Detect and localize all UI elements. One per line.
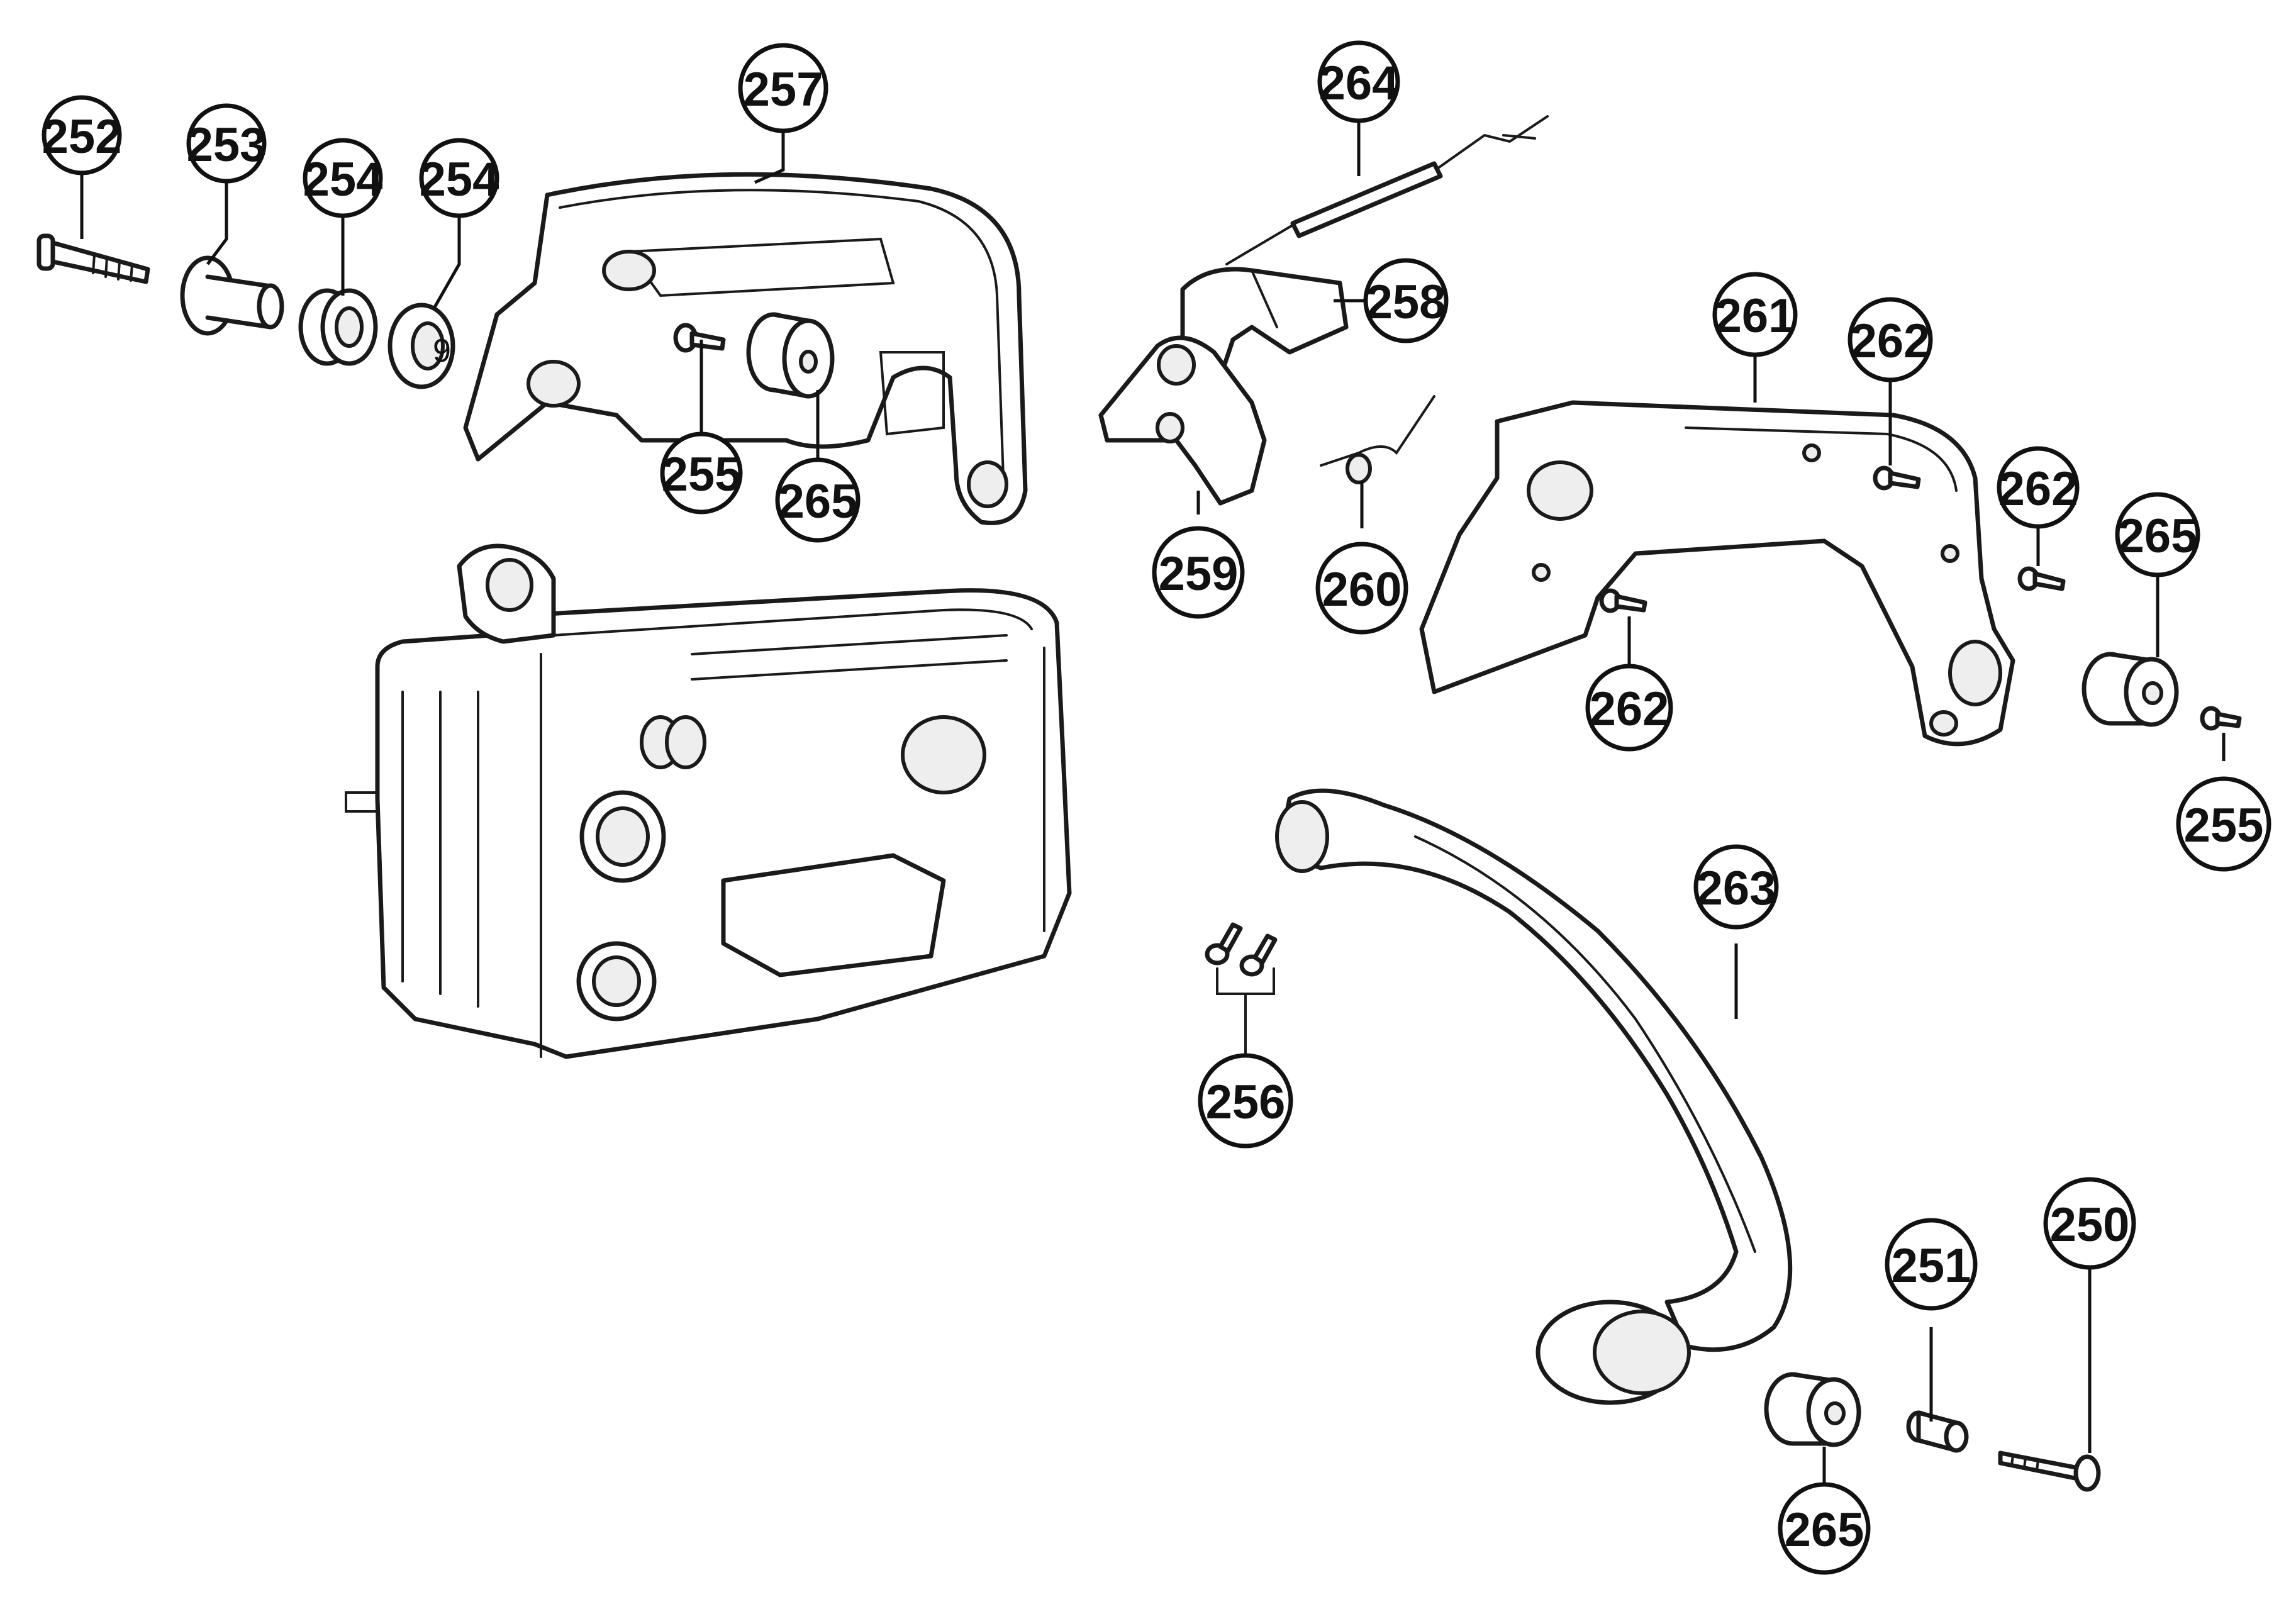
part-254-ring-b: 9 [387,303,455,389]
callout-259-label: 259 [1159,547,1239,601]
callout-256: 256 [1198,1053,1293,1149]
callout-264-label: 264 [1319,57,1399,110]
part-256-screws [1205,922,1278,1058]
callout-254-a-label: 254 [303,153,383,206]
callout-255-b-label: 255 [2184,799,2264,852]
callout-262-a: 262 [1847,297,1933,382]
part-258-throttle-lockout [1180,267,1349,380]
part-262-screw-b [2017,566,2066,591]
callout-252-label: 252 [42,110,122,164]
part-265-damper-b [2081,652,2179,727]
callout-262-b: 262 [1997,446,2080,529]
callout-265-a: 265 [775,457,861,543]
callout-250-label: 250 [2050,1198,2130,1252]
part-262-screw-c [1599,588,1647,613]
svg-text:9: 9 [433,333,451,369]
callout-251-label: 251 [1892,1239,1971,1293]
part-264-throttle-cable [1225,115,1549,265]
callout-256-label: 256 [1206,1076,1286,1129]
callout-262-a-label: 262 [1851,314,1931,368]
callout-253-label: 253 [187,118,267,172]
part-254-grommet-a [298,288,378,366]
part-260-spring [1320,395,1435,484]
callout-262-c-label: 262 [1590,682,1669,736]
callout-262-b-label: 262 [1998,462,2078,516]
callout-265-b: 265 [2115,492,2200,577]
part-263-front-handle [1275,788,1793,1405]
callout-258-label: 258 [1366,275,1446,329]
callout-257: 257 [738,43,828,133]
part-261-handle-bracket [1419,400,2015,747]
callout-265-a-label: 265 [778,475,858,528]
part-housing [345,543,1072,1059]
part-253-bushing [180,255,284,336]
callout-264: 264 [1317,40,1400,123]
callout-252: 252 [42,95,122,175]
callout-265-b-label: 265 [2118,509,2198,563]
callout-255-b: 255 [2176,776,2271,872]
part-265-damper-a [746,312,835,399]
part-259-throttle-trigger [1098,335,1267,506]
callout-251: 251 [1885,1218,1978,1311]
callout-254-b: 254 [419,138,499,218]
part-262-screw-a [1873,465,1921,491]
callout-255-a: 255 [660,431,743,515]
part-265-damper-c [1764,1372,1861,1447]
callout-255-a-label: 255 [662,448,742,501]
part-255-screw-b [2200,706,2242,731]
part-257-rear-handle-frame [463,172,1028,525]
part-252-bolt [36,233,150,284]
callout-263-label: 263 [1697,862,1776,915]
callout-258: 258 [1363,258,1449,343]
callout-260: 260 [1315,542,1408,635]
callout-265-c: 265 [1778,1482,1871,1575]
callout-260-label: 260 [1322,563,1402,616]
callout-261: 261 [1712,272,1798,357]
callout-253: 253 [186,103,267,184]
callout-263: 263 [1693,844,1779,930]
callout-254-b-label: 254 [420,153,499,206]
part-250-bolt [1998,1450,2101,1492]
callout-250: 250 [2043,1177,2136,1270]
callout-265-c-label: 265 [1785,1503,1864,1557]
callout-259: 259 [1152,526,1245,619]
callout-257-label: 257 [744,63,823,116]
part-251-sleeve [1906,1410,1969,1453]
callout-261-label: 261 [1715,289,1795,343]
callout-262-c: 262 [1585,664,1673,752]
callout-254-a: 254 [303,138,383,218]
